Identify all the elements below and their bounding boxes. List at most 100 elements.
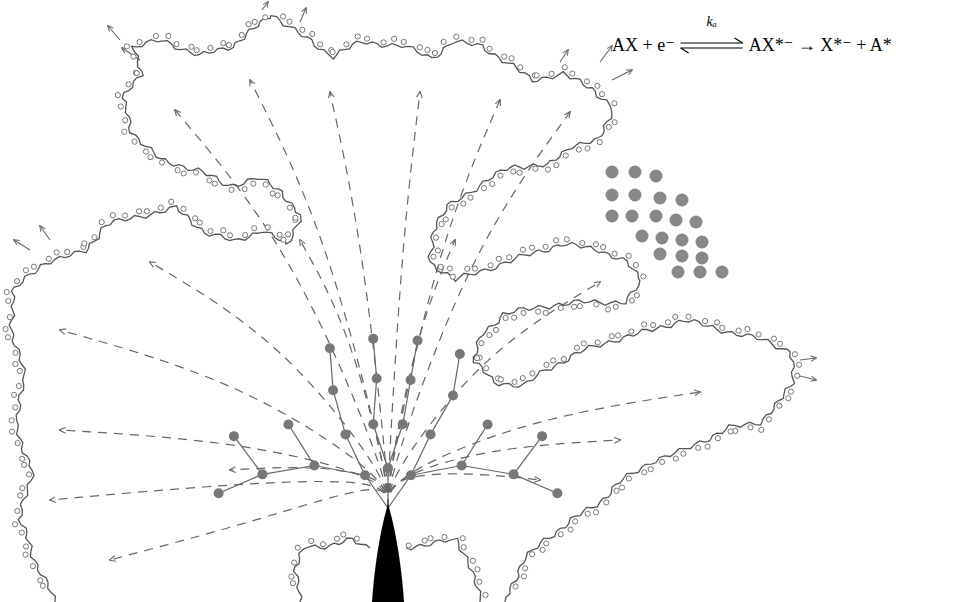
surface-site bbox=[406, 543, 411, 548]
surface-site bbox=[153, 33, 158, 38]
tree-branch bbox=[388, 424, 403, 468]
surface-site bbox=[563, 153, 568, 158]
surface-site bbox=[595, 340, 600, 345]
surface-site bbox=[585, 146, 590, 151]
surface-site bbox=[7, 314, 12, 319]
surface-site bbox=[748, 425, 753, 430]
surface-site bbox=[169, 199, 174, 204]
surface-site bbox=[469, 37, 474, 42]
field-line bbox=[230, 468, 388, 508]
surface-site bbox=[468, 195, 473, 200]
escape-arrow bbox=[14, 240, 30, 250]
field-line bbox=[175, 110, 388, 508]
tree-branch bbox=[330, 348, 333, 390]
surface-site bbox=[175, 168, 180, 173]
field-line bbox=[60, 430, 388, 508]
product-dot bbox=[676, 234, 689, 247]
electron-dot bbox=[509, 469, 519, 479]
surface-site bbox=[479, 341, 484, 346]
escape-arrow bbox=[108, 26, 120, 40]
surface-site bbox=[461, 201, 466, 206]
surface-site bbox=[626, 253, 631, 258]
surface-site bbox=[417, 45, 422, 50]
surface-site bbox=[11, 392, 16, 397]
surface-site bbox=[545, 167, 550, 172]
surface-site bbox=[581, 341, 586, 346]
surface-site bbox=[480, 37, 485, 42]
surface-site bbox=[795, 373, 800, 378]
surface-site bbox=[612, 101, 617, 106]
product-dot bbox=[676, 250, 689, 263]
tree-branch bbox=[262, 466, 314, 475]
surface-site bbox=[554, 163, 559, 168]
surface-site bbox=[277, 232, 282, 237]
surface-site bbox=[281, 237, 286, 242]
surface-site bbox=[792, 352, 797, 357]
electron-dot bbox=[328, 385, 338, 395]
surface-site bbox=[605, 307, 610, 312]
surface-site bbox=[38, 578, 43, 583]
surface-site bbox=[536, 309, 541, 314]
surface-site bbox=[10, 429, 15, 434]
surface-site bbox=[454, 34, 459, 39]
field-line bbox=[300, 240, 388, 508]
surface-site bbox=[502, 54, 507, 59]
product-dot bbox=[606, 210, 619, 223]
surface-site bbox=[728, 429, 733, 434]
escape-arrow bbox=[40, 226, 50, 240]
surface-site bbox=[310, 31, 315, 36]
surface-site bbox=[425, 47, 430, 52]
electron-dot bbox=[455, 349, 465, 359]
product-dot bbox=[672, 266, 685, 279]
surface-site bbox=[432, 50, 437, 55]
surface-site bbox=[599, 92, 604, 97]
electron-dot bbox=[383, 463, 393, 473]
rate-constant: kₐ bbox=[706, 14, 716, 30]
surface-site bbox=[14, 279, 19, 284]
surface-site bbox=[543, 310, 548, 315]
surface-site bbox=[702, 318, 707, 323]
surface-site bbox=[126, 82, 131, 87]
surface-site bbox=[609, 334, 614, 339]
electron-dot bbox=[426, 429, 436, 439]
surface-site bbox=[626, 476, 631, 481]
surface-site bbox=[124, 44, 129, 49]
surface-site bbox=[540, 547, 545, 552]
surface-site bbox=[6, 298, 11, 303]
surface-site bbox=[570, 71, 575, 76]
surface-site bbox=[634, 293, 639, 298]
surface-site bbox=[562, 65, 567, 70]
surface-site bbox=[777, 341, 782, 346]
surface-site bbox=[431, 254, 436, 259]
surface-site bbox=[551, 358, 556, 363]
surface-site bbox=[281, 14, 286, 19]
surface-site bbox=[558, 305, 563, 310]
surface-site bbox=[771, 336, 776, 341]
surface-site bbox=[243, 232, 248, 237]
surface-site bbox=[573, 519, 578, 524]
surface-site bbox=[520, 375, 525, 380]
surface-site bbox=[287, 19, 292, 24]
surface-site bbox=[65, 249, 70, 254]
surface-site bbox=[381, 40, 386, 45]
surface-site bbox=[334, 536, 339, 541]
surface-site bbox=[15, 508, 20, 513]
field-line bbox=[388, 100, 500, 508]
surface-site bbox=[318, 42, 323, 47]
surface-site bbox=[673, 314, 678, 319]
tree-branch bbox=[388, 475, 411, 508]
surface-site bbox=[561, 356, 566, 361]
product-dot bbox=[696, 236, 709, 249]
surface-site bbox=[438, 264, 443, 269]
equation: AX + e⁻kₐAX*⁻ → X*⁻ + A* bbox=[0, 0, 978, 80]
surface-site bbox=[295, 545, 300, 550]
tree-branch bbox=[314, 466, 365, 476]
surface-site bbox=[16, 383, 21, 388]
surface-site bbox=[159, 160, 164, 165]
tree-branch bbox=[219, 474, 263, 493]
surface-site bbox=[132, 139, 137, 144]
surface-site bbox=[595, 83, 600, 88]
surface-site bbox=[265, 225, 270, 230]
electron-dot bbox=[537, 431, 547, 441]
tree-branch bbox=[411, 341, 418, 380]
